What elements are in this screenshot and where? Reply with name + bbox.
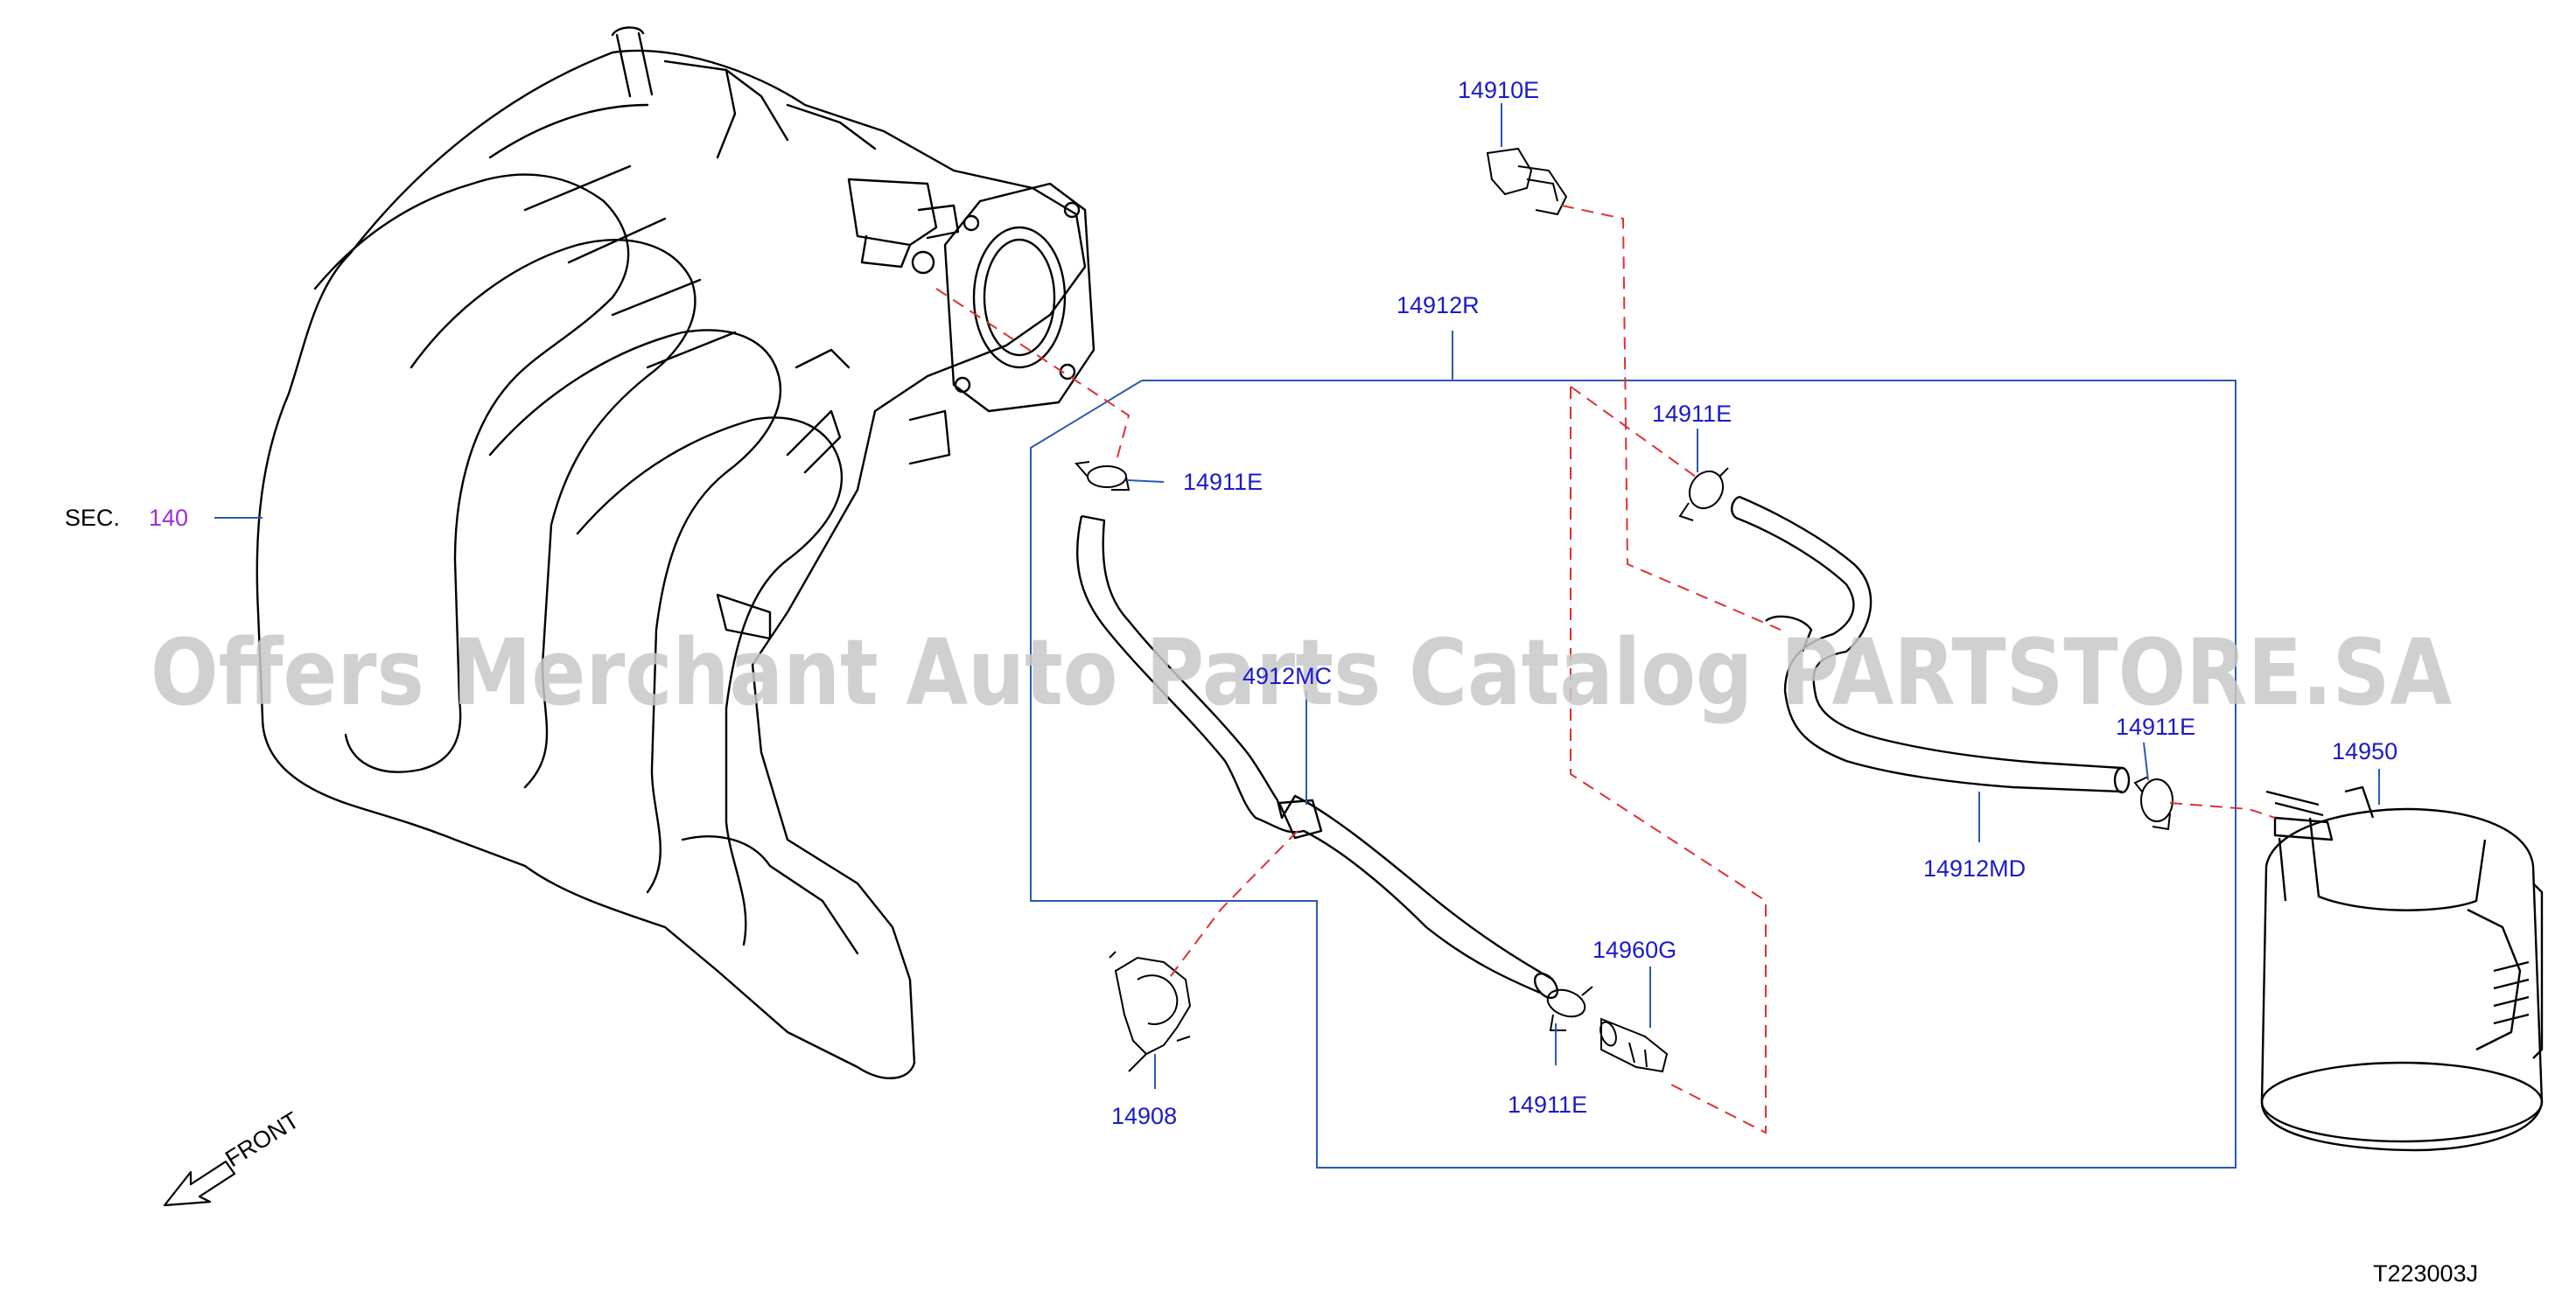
hose-14912MD — [1731, 495, 2131, 794]
label-14910E: 14910E — [1458, 77, 1539, 103]
connection-lines — [935, 205, 2276, 1134]
group-bracket-14912R — [1030, 331, 2236, 1169]
label-14912MD: 14912MD — [1923, 855, 2026, 882]
clamp-14911E-a — [1074, 461, 1130, 491]
canister-14950 — [2260, 785, 2544, 1152]
clamp-14911E-b — [1678, 467, 1729, 521]
intake-manifold-drawing — [256, 26, 1096, 1079]
label-14912R: 14912R — [1396, 292, 1480, 318]
clip-14910E — [1486, 147, 1568, 216]
label-14960G: 14960G — [1592, 937, 1676, 963]
label-14912MC: 4912MC — [1242, 663, 1332, 689]
drawing-code: T223003J — [2373, 1260, 2478, 1287]
leader-lines — [214, 103, 2380, 1089]
label-14911E-b: 14911E — [1652, 401, 1732, 427]
watermark-text: Offers Merchant Auto Parts Catalog PARTS… — [150, 619, 2452, 726]
front-label: FRONT — [220, 1106, 304, 1172]
hose-14912MC — [1076, 514, 1559, 1000]
label-14908: 14908 — [1111, 1103, 1177, 1129]
label-14950: 14950 — [2332, 738, 2398, 764]
front-arrow-icon — [163, 1160, 236, 1207]
section-number-link[interactable]: 140 — [149, 505, 188, 531]
section-prefix: SEC. — [65, 505, 120, 531]
label-14911E-d: 14911E — [1508, 1092, 1587, 1118]
connector-14960G — [1600, 1017, 1669, 1073]
clamp-14911E-c — [2133, 776, 2174, 831]
label-14911E-a: 14911E — [1183, 469, 1263, 495]
label-14911E-c: 14911E — [2116, 714, 2195, 740]
bracket-14908 — [1109, 951, 1192, 1072]
clamp-14911E-d — [1546, 986, 1593, 1031]
part-labels: 14910E 14912R 14911E 14911E 14911E 14911… — [1111, 77, 2398, 1129]
